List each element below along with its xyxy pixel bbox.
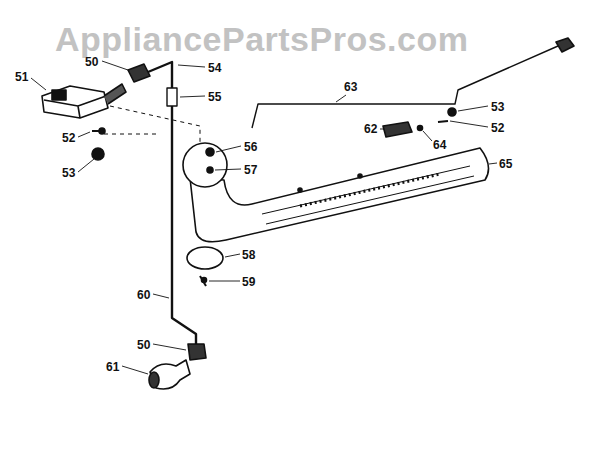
callout-number: 55 xyxy=(208,90,221,104)
callout-number: 51 xyxy=(15,70,28,84)
callout-number: 64 xyxy=(433,138,446,152)
callout-number: 61 xyxy=(106,360,119,374)
callout-number: 60 xyxy=(137,288,150,302)
callout-number: 57 xyxy=(244,163,257,177)
callout-number: 59 xyxy=(242,275,255,289)
callout-number: 62 xyxy=(364,122,377,136)
callout-number: 52 xyxy=(62,131,75,145)
callout-number: 52 xyxy=(491,121,504,135)
callout-number: 58 xyxy=(242,248,255,262)
callout-number: 63 xyxy=(344,80,357,94)
callout-number: 65 xyxy=(499,157,512,171)
callout-number: 50 xyxy=(137,338,150,352)
watermark: AppliancePartsPros.com xyxy=(55,20,468,59)
callout-number: 53 xyxy=(62,166,75,180)
callout-number: 50 xyxy=(85,55,98,69)
callout-number: 53 xyxy=(491,100,504,114)
callout-number: 54 xyxy=(208,61,221,75)
callout-number: 56 xyxy=(244,140,257,154)
